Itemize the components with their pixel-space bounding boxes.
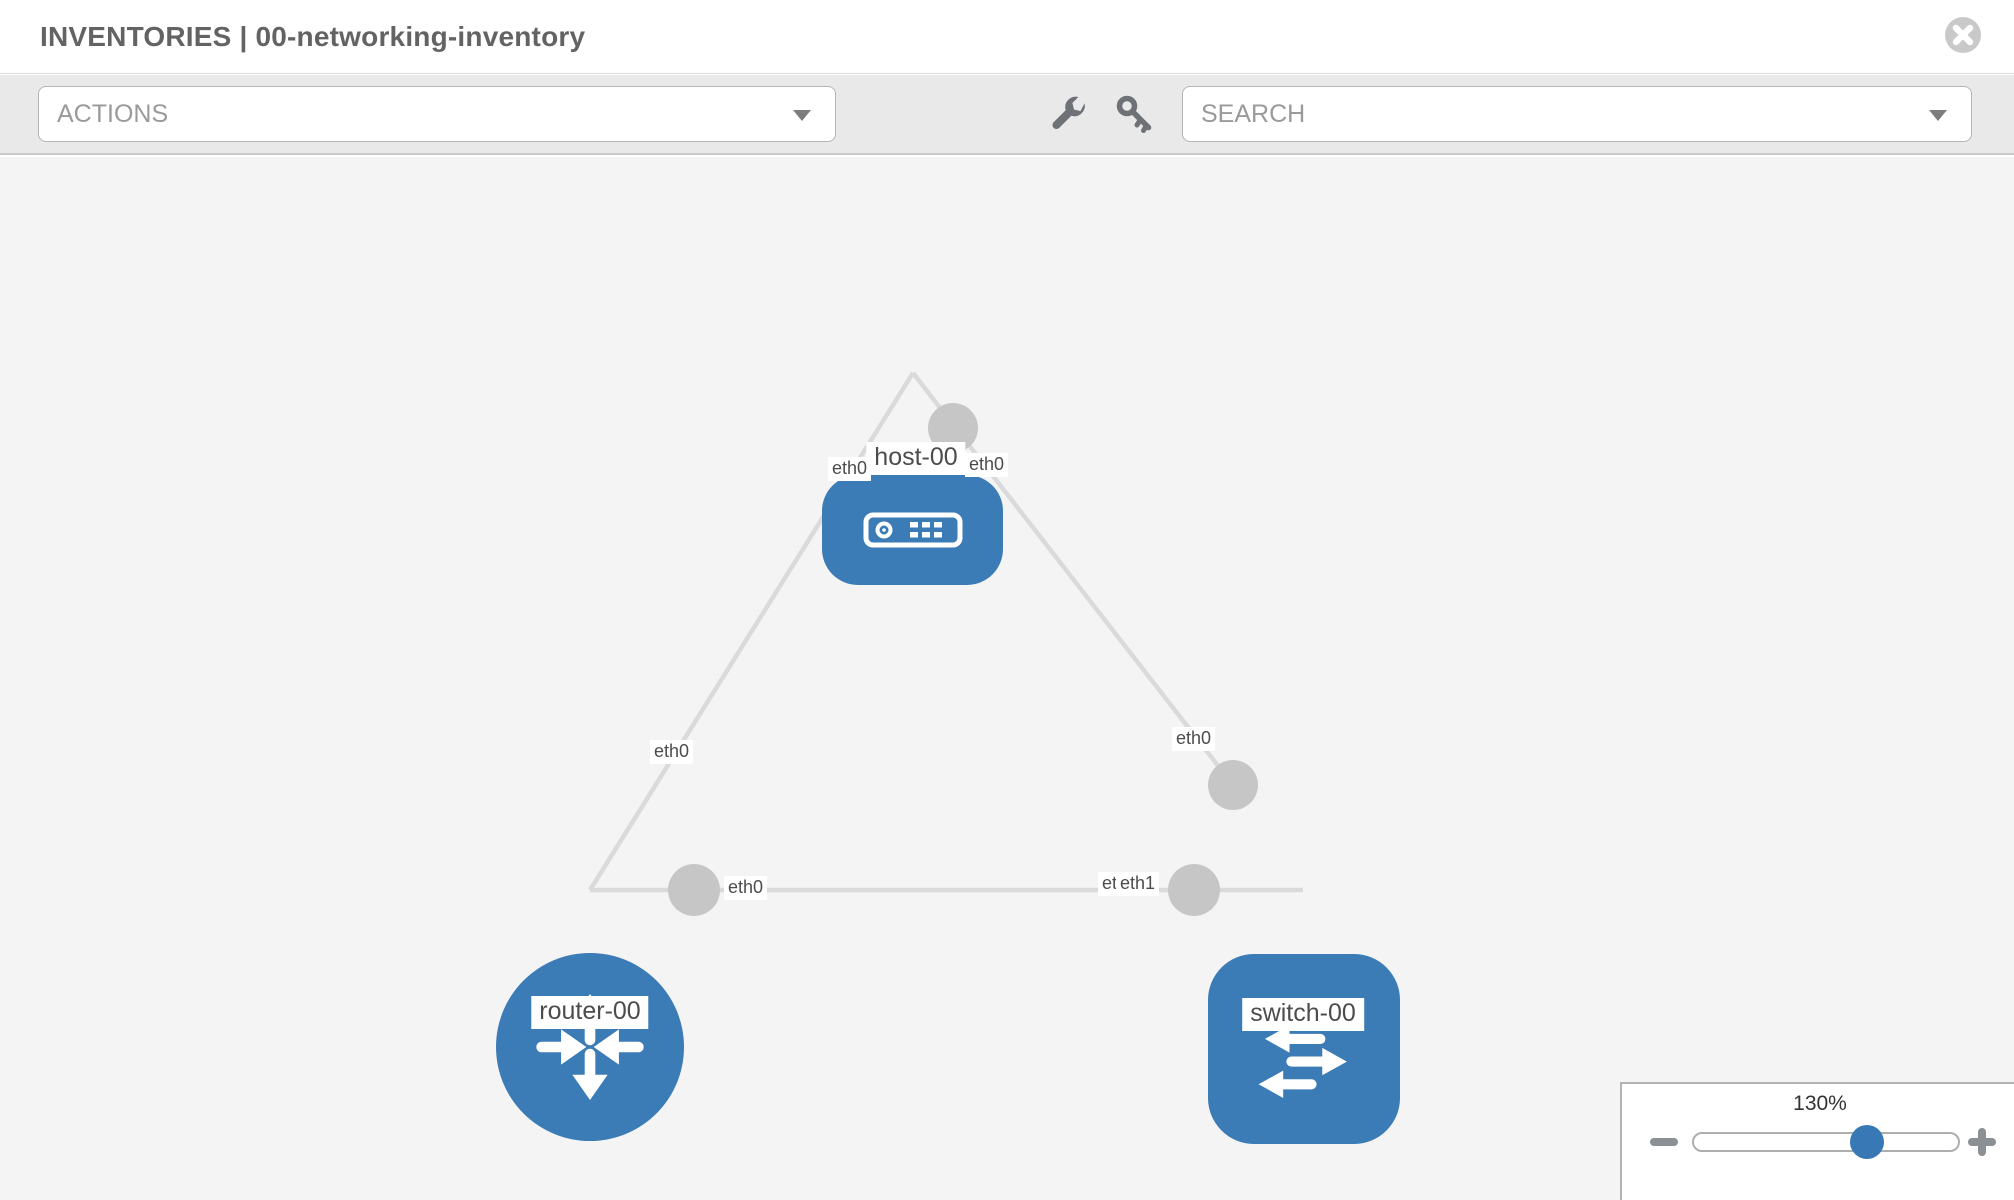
iface-label-host-left-eth0: eth0 (828, 457, 872, 481)
zoom-out-icon[interactable] (1650, 1138, 1678, 1146)
node-router-00[interactable] (496, 953, 684, 1141)
port-switch-eth1[interactable] (1168, 864, 1220, 916)
iface-label-router-uplink-eth0: eth0 (650, 740, 694, 764)
close-button[interactable] (1944, 16, 1982, 54)
node-host-00[interactable] (822, 475, 1003, 585)
close-icon (1944, 17, 1982, 58)
page-header: INVENTORIES | 00-networking-inventory (0, 0, 2014, 74)
topology-toolbar: ACTIONS SEARCH (0, 75, 2014, 155)
key-icon (1114, 95, 1156, 139)
actions-dropdown-label: ACTIONS (57, 100, 169, 128)
iface-label-switch-uplink-eth0: eth0 (1172, 727, 1216, 751)
node-label-switch-00: switch-00 (1242, 998, 1364, 1031)
node-label-router-00: router-00 (531, 996, 649, 1029)
zoom-slider-track[interactable] (1692, 1125, 1960, 1159)
chevron-down-icon (793, 110, 811, 121)
page-title: INVENTORIES | 00-networking-inventory (40, 21, 586, 52)
port-switch-eth0[interactable] (1208, 760, 1258, 810)
zoom-slider-thumb[interactable] (1850, 1125, 1884, 1159)
node-label-host-00: host-00 (866, 442, 966, 475)
node-switch-00[interactable] (1208, 954, 1400, 1144)
wrench-button[interactable] (1048, 93, 1090, 135)
link-host-router[interactable] (588, 371, 915, 892)
chevron-down-icon (1929, 110, 1947, 121)
iface-label-host-right-eth0: eth0 (965, 453, 1009, 477)
iface-label-switch-eth1: eth1 (1116, 872, 1160, 896)
zoom-in-icon[interactable] (1968, 1128, 1996, 1156)
search-dropdown[interactable]: SEARCH (1182, 86, 1972, 142)
search-dropdown-label: SEARCH (1201, 100, 1306, 128)
iface-label-router-eth0: eth0 (724, 876, 768, 900)
zoom-control-panel: 130% (1620, 1082, 2014, 1200)
topology-canvas[interactable]: host-00 router-00 switch-00 eth0 eth0 et… (0, 157, 2014, 1200)
port-host-eth0[interactable] (928, 403, 978, 453)
zoom-level-value: 130% (1793, 1092, 1847, 1115)
wrench-icon (1048, 96, 1090, 139)
actions-dropdown[interactable]: ACTIONS (38, 86, 836, 142)
key-button[interactable] (1114, 93, 1156, 135)
port-router-eth0[interactable] (668, 864, 720, 916)
